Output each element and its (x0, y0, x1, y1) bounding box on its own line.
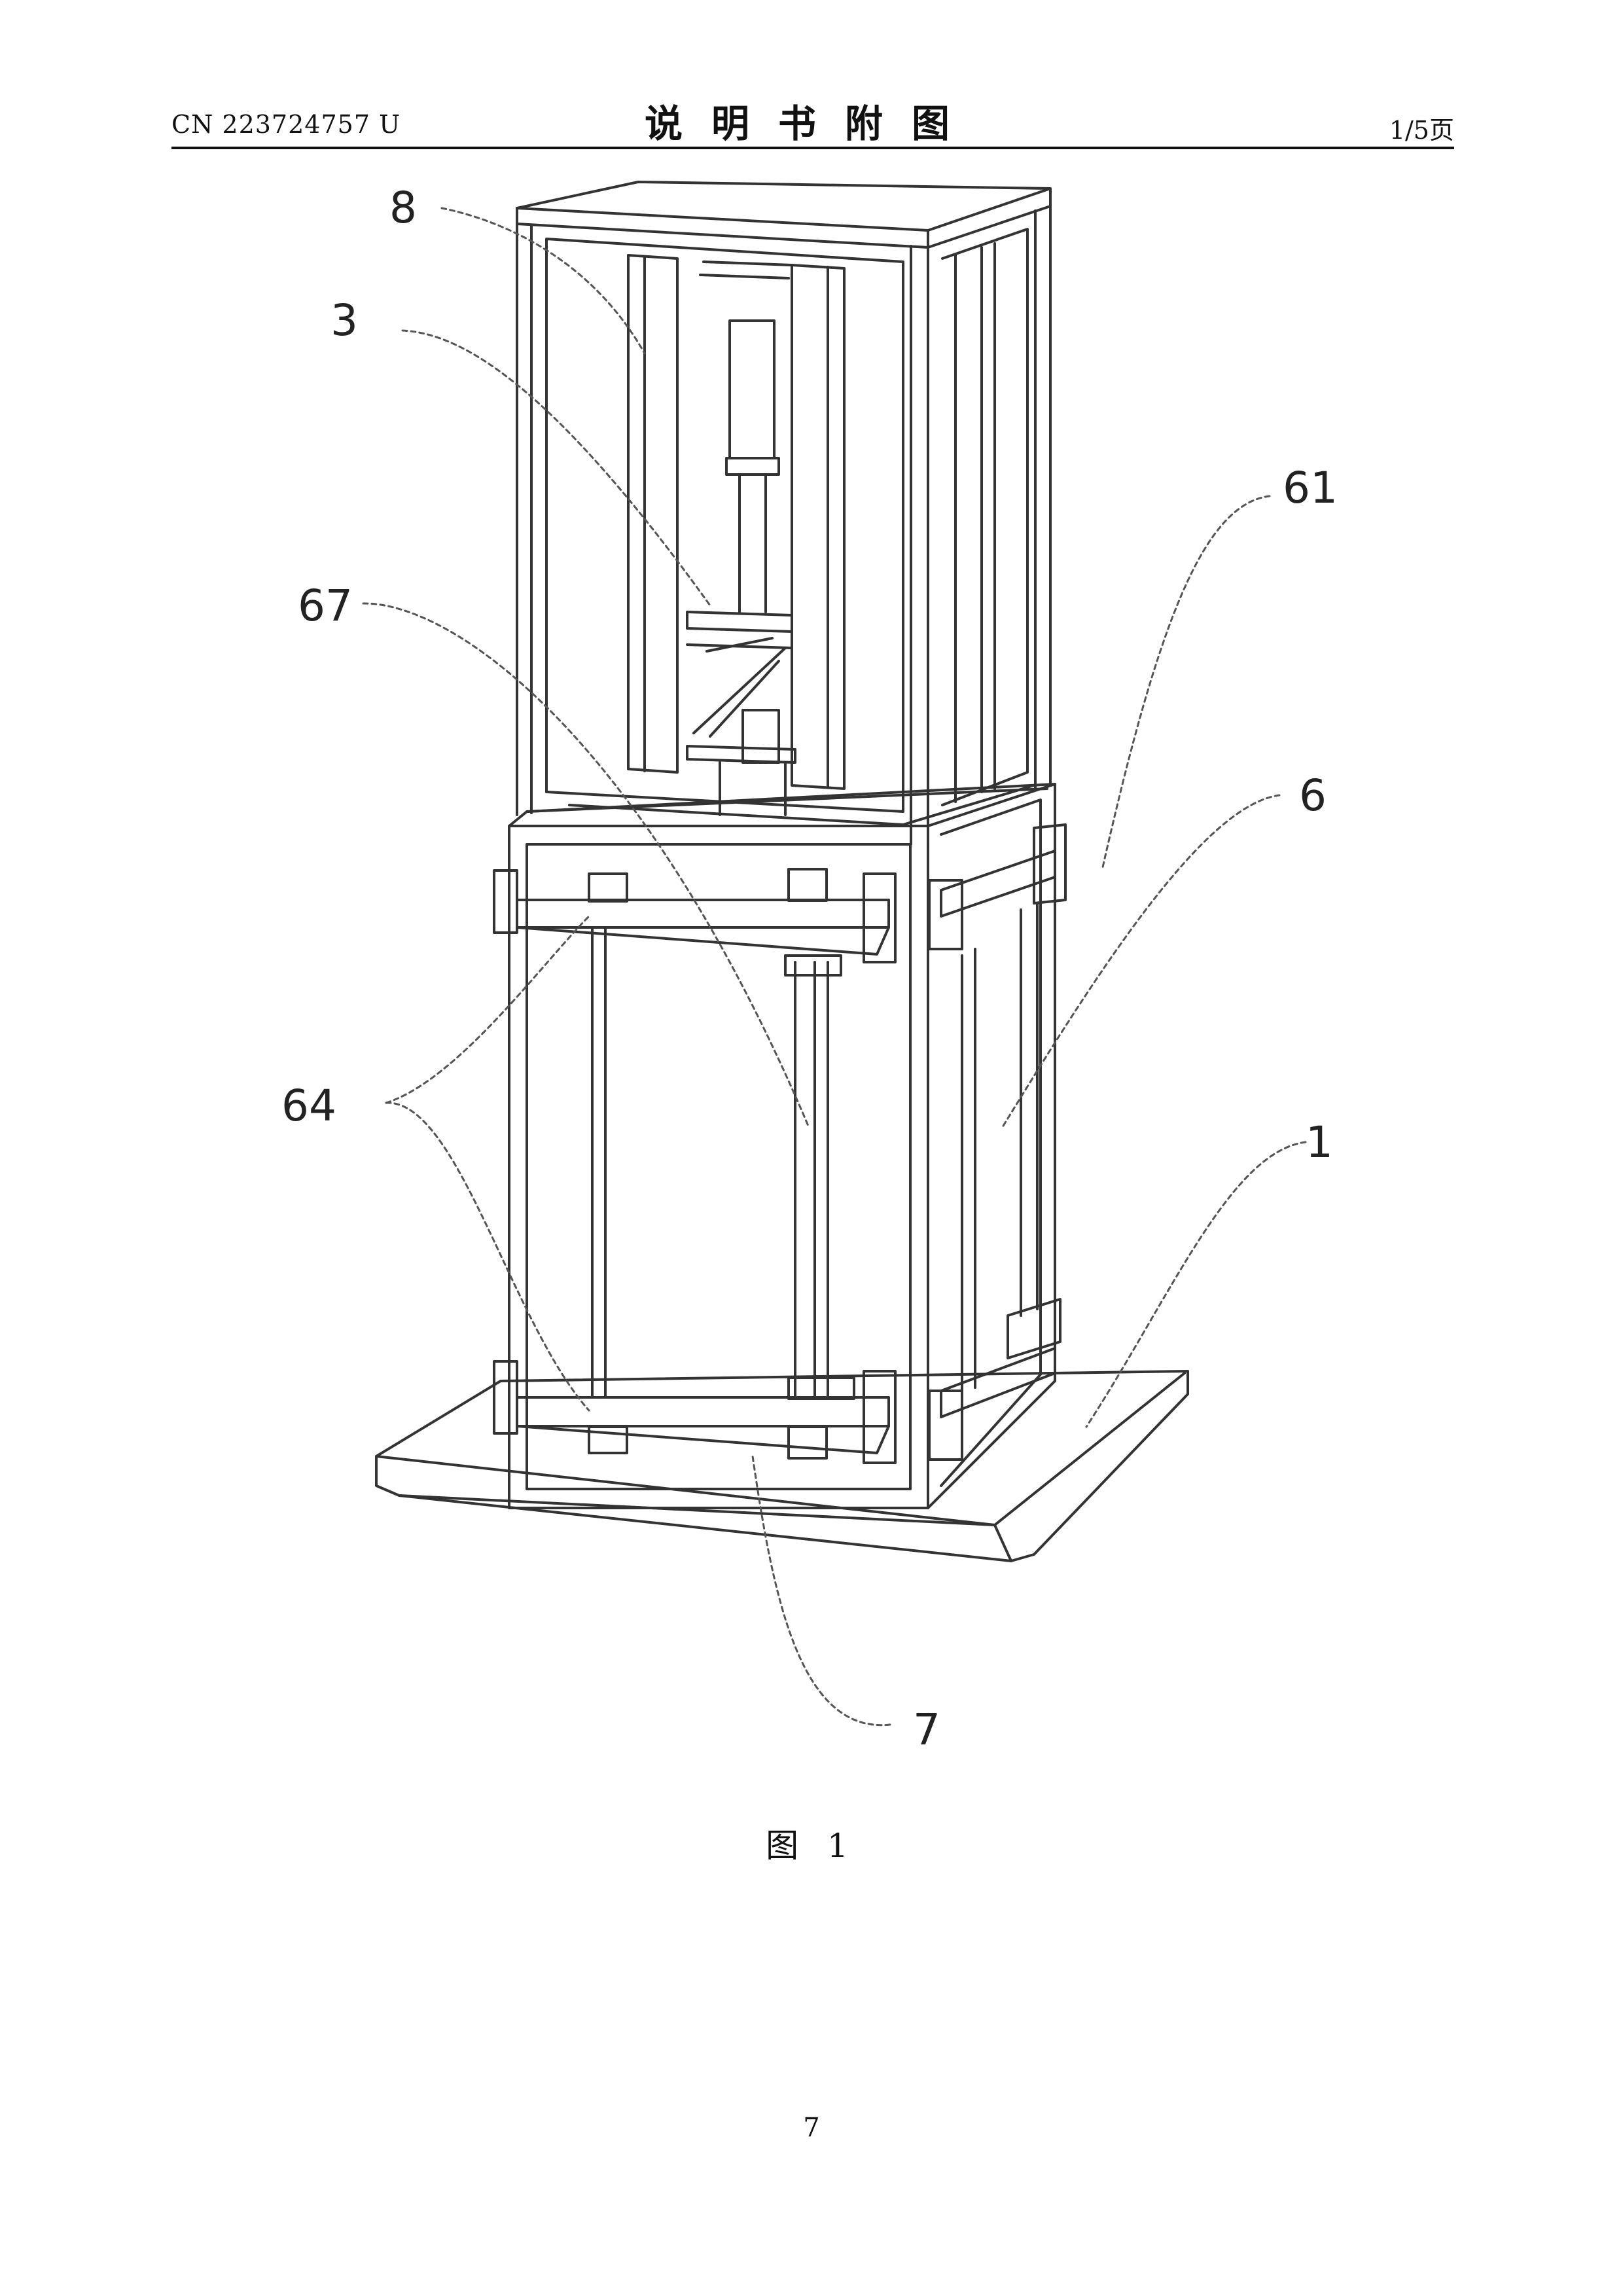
ref-label-61: 61 (1283, 463, 1338, 513)
reference-labels: 8 3 61 67 6 64 1 7 (281, 183, 1338, 1755)
ref-label-3: 3 (330, 295, 358, 346)
ref-label-6: 6 (1299, 770, 1327, 821)
upper-cage (517, 182, 1050, 846)
ref-label-8: 8 (389, 183, 417, 233)
page-number: 7 (0, 2113, 1623, 2143)
ref-label-1: 1 (1306, 1117, 1333, 1168)
base-plate (376, 1371, 1188, 1561)
ref-label-67: 67 (298, 581, 353, 631)
ref-label-64: 64 (281, 1081, 336, 1131)
ref-label-7: 7 (913, 1704, 940, 1755)
leader-lines (363, 208, 1306, 1725)
figure-caption: 图 1 (0, 1820, 1623, 1867)
